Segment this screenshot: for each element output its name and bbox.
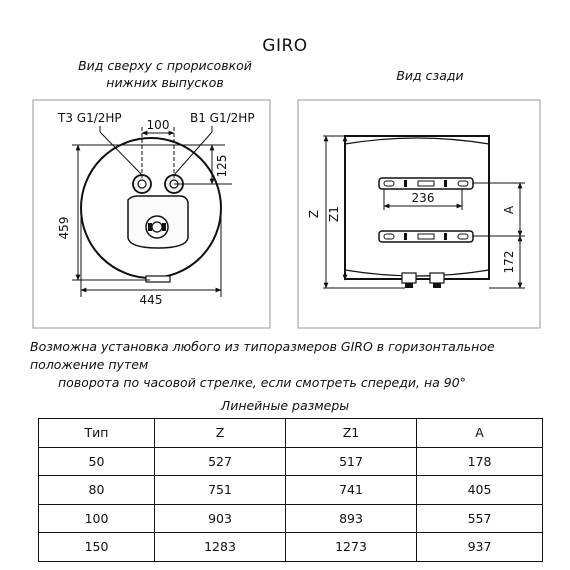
heater-flange [127, 195, 189, 249]
installation-note: Возможна установка любого из типоразмеро… [30, 338, 550, 392]
bottom-pipes [401, 272, 445, 288]
cell-z: 751 [154, 475, 286, 505]
mounting-bracket-bottom [378, 230, 474, 243]
dim-445: 445 [140, 293, 163, 307]
rear-view-frame [297, 99, 541, 329]
top-view-caption: Вид сверху с прорисовкой нижних выпусков [40, 57, 290, 91]
table-row: 80 751 741 405 [38, 475, 543, 505]
top-view-frame [32, 99, 271, 329]
cell-type: 100 [38, 503, 155, 533]
cell-a: 937 [416, 532, 543, 562]
header-a: A [416, 418, 543, 448]
cell-z: 527 [154, 446, 286, 476]
cell-a: 405 [416, 475, 543, 505]
dim-172: 172 [502, 251, 516, 274]
header-z: Z [154, 418, 286, 448]
table-header-row: Тип Z Z1 A [38, 418, 543, 448]
cell-type: 80 [38, 475, 155, 505]
dim-459: 459 [57, 217, 71, 240]
rear-view-caption: Вид сзади [396, 68, 464, 83]
top-view-caption-line1: Вид сверху с прорисовкой [78, 58, 252, 73]
page-title: GIRO [262, 36, 308, 56]
table-row: 100 903 893 557 [38, 503, 543, 533]
header-type: Тип [38, 418, 155, 448]
label-t3: Т3 G1/2НР [57, 111, 122, 125]
dim-125: 125 [215, 155, 229, 178]
table-caption: Линейные размеры [220, 398, 350, 413]
dim-100: 100 [147, 118, 170, 132]
cell-a: 557 [416, 503, 543, 533]
cell-z: 1283 [154, 532, 286, 562]
cell-z: 903 [154, 503, 286, 533]
dim-z1: Z1 [327, 206, 341, 222]
dim-a: A [502, 205, 516, 214]
cell-z1: 893 [285, 503, 417, 533]
table-row: 150 1283 1273 937 [38, 532, 543, 562]
table-row: 50 527 517 178 [38, 446, 543, 476]
cell-z1: 1273 [285, 532, 417, 562]
bottom-drain [145, 275, 171, 283]
cell-z1: 741 [285, 475, 417, 505]
installation-note-line1: Возможна установка любого из типоразмеро… [30, 339, 495, 372]
cell-type: 150 [38, 532, 155, 562]
cell-z1: 517 [285, 446, 417, 476]
top-view-caption-line2: нижних выпусков [106, 75, 224, 90]
dim-236: 236 [412, 191, 435, 205]
cell-a: 178 [416, 446, 543, 476]
mounting-bracket-top [378, 177, 474, 190]
tank-rear-outline [344, 135, 490, 280]
installation-note-line2: поворота по часовой стрелке, если смотре… [58, 375, 466, 390]
dim-z: Z [307, 210, 321, 218]
label-b1: В1 G1/2НР [190, 111, 255, 125]
cell-type: 50 [38, 446, 155, 476]
header-z1: Z1 [285, 418, 417, 448]
dimensions-table: Тип Z Z1 A 50 527 517 178 80 751 741 405… [38, 418, 543, 562]
